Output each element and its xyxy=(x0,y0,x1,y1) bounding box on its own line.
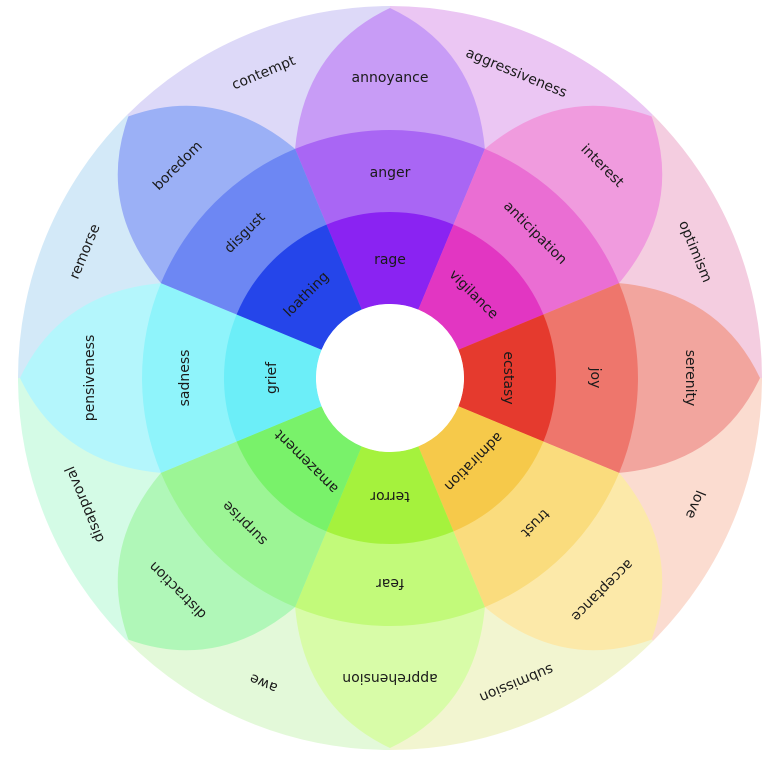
petal-core-loathing xyxy=(236,224,362,350)
label-ecstasy: ecstasy xyxy=(500,351,516,404)
label-grief: grief xyxy=(264,361,280,394)
petal-core-rage xyxy=(326,211,454,310)
label-apprehension: apprehension xyxy=(342,670,437,686)
label-annoyance: annoyance xyxy=(352,70,429,86)
petal-core-ecstasy xyxy=(458,314,557,442)
petal-core-grief xyxy=(223,314,322,442)
label-serenity: serenity xyxy=(682,350,698,407)
center-hole xyxy=(316,304,464,452)
petal-core-admiration xyxy=(418,406,544,532)
label-pensiveness: pensiveness xyxy=(82,335,98,422)
label-joy: joy xyxy=(587,367,603,389)
label-sadness: sadness xyxy=(177,350,193,407)
label-rage: rage xyxy=(374,252,406,268)
petal-core-terror xyxy=(326,446,454,545)
label-fear: fear xyxy=(376,575,404,591)
petal-core-vigilance xyxy=(418,224,544,350)
label-anger: anger xyxy=(370,165,411,181)
label-terror: terror xyxy=(370,488,410,504)
petal-layers xyxy=(20,8,760,748)
petal-core-amazement xyxy=(236,406,362,532)
